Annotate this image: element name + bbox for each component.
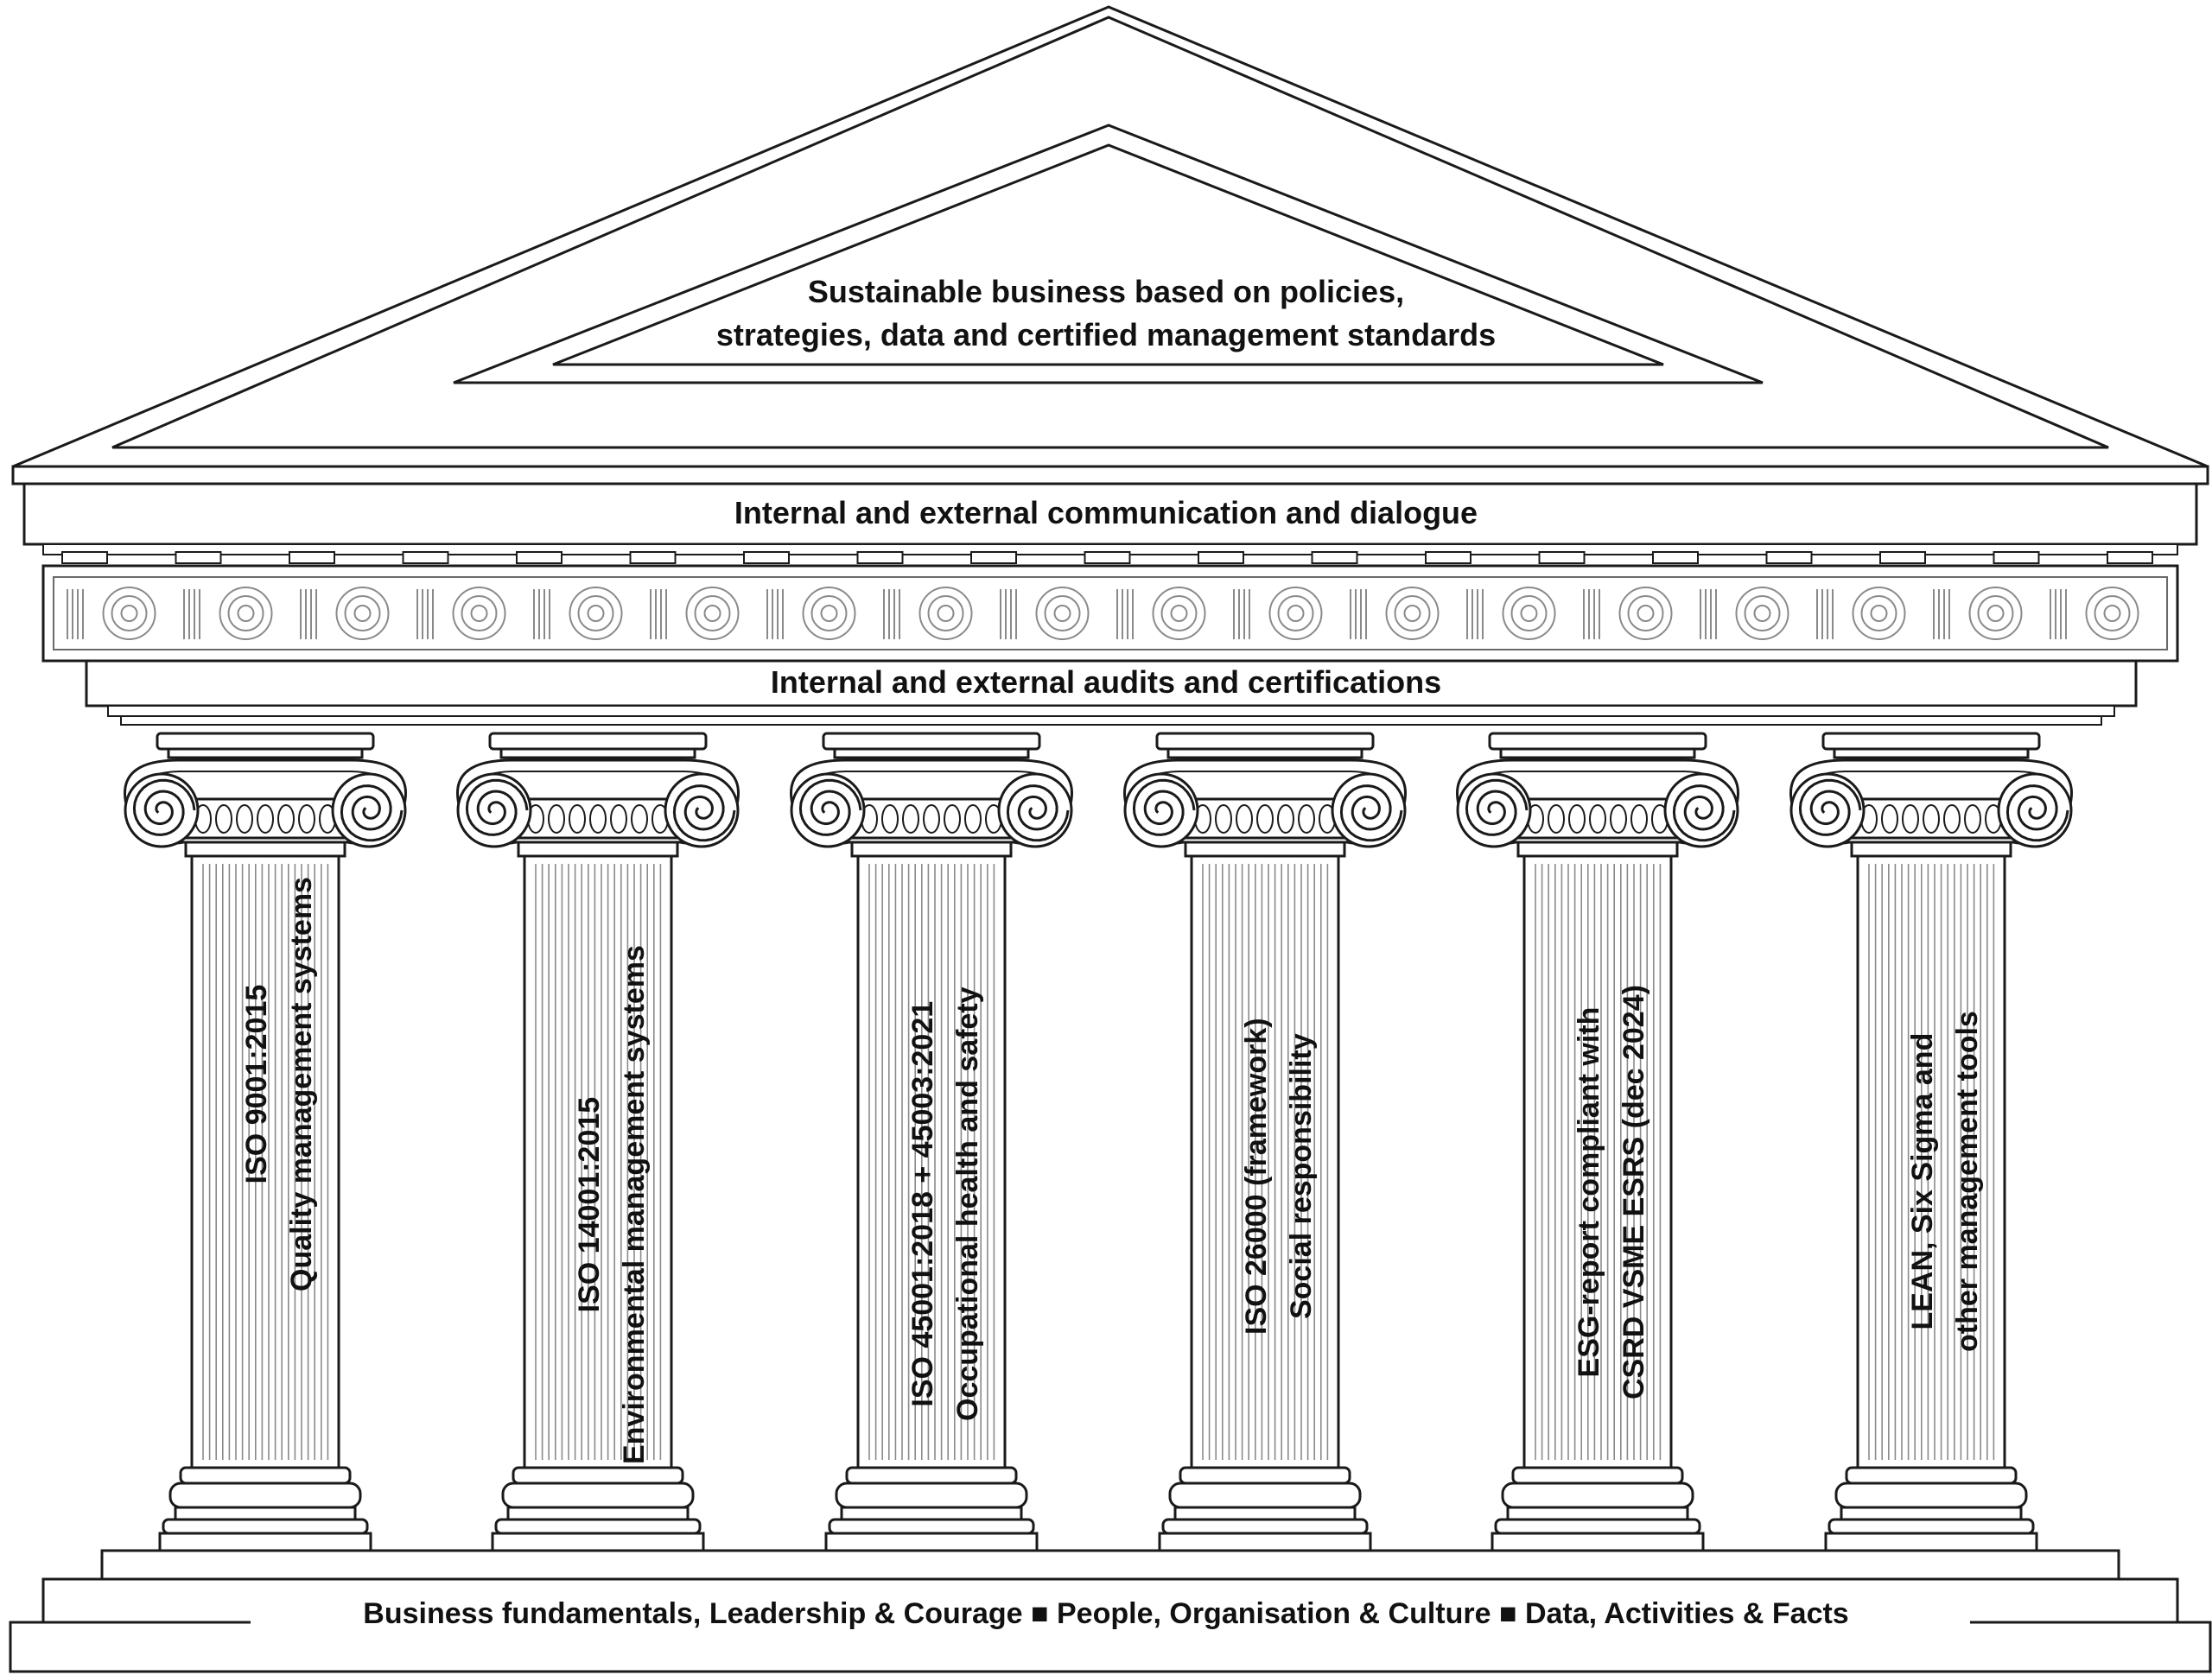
column-4 [1123, 732, 1407, 1552]
base-step-top [100, 1549, 2120, 1581]
pillar-2-line-2: Environmental management systems [618, 945, 651, 1464]
column-flutes [1202, 864, 1329, 1460]
triglyph-ornament [1350, 589, 1367, 639]
rosette-ornament [1268, 587, 1323, 640]
rosette-ornament [2085, 587, 2139, 640]
cornice-text-band [22, 482, 2198, 546]
dentil [629, 551, 677, 564]
dentil [743, 551, 790, 564]
dentil-row [61, 551, 2153, 564]
column-flutes [535, 864, 662, 1460]
pillar-2-label: ISO 14001:2015 Environmental management s… [567, 945, 657, 1464]
column-flutes [202, 864, 329, 1460]
triglyph-ornament [300, 589, 317, 639]
column-flutes [1868, 864, 1995, 1460]
dentil [1652, 551, 1699, 564]
pillar-3-label: ISO 45001:2018 + 45003:2021 Occupational … [900, 987, 990, 1421]
dentil [1765, 551, 1813, 564]
pillar-2-line-1: ISO 14001:2015 [573, 1096, 606, 1313]
triglyph-ornament [2050, 589, 2067, 639]
pillar-5-line-2: CSRD VSME ESRS (dec 2024) [1618, 985, 1650, 1399]
triglyph-ornament [416, 589, 434, 639]
dentil [1198, 551, 1244, 564]
column-flutes [1535, 864, 1662, 1460]
pillar-4-line-2: Social responsibility [1285, 1033, 1318, 1320]
rosette-ornament [1852, 587, 1906, 640]
triglyph-ornament [67, 589, 84, 639]
pillar-6-label: LEAN, Six Sigma and other management tool… [1900, 1011, 1990, 1352]
architrave-band [85, 659, 2138, 707]
rosette-ornament [1968, 587, 2023, 640]
dentil [970, 551, 1017, 564]
dentil [1425, 551, 1471, 564]
pillar-1-line-2: Quality management systems [285, 877, 318, 1291]
triglyph-ornament [766, 589, 784, 639]
triglyph-ornament [650, 589, 667, 639]
triglyph-ornament [883, 589, 900, 639]
rosette-ornament [452, 587, 506, 640]
rosette-ornament [802, 587, 856, 640]
dentil [175, 551, 222, 564]
pillar-1-label: ISO 9001:2015 Quality management systems [234, 877, 324, 1291]
pediment [12, 5, 2209, 468]
pediment-text-line-1: Sustainable business based on policies, [807, 274, 1405, 309]
foundation-label: Business fundamentals, Leadership & Cour… [363, 1597, 1849, 1630]
rosette-ornament [102, 587, 156, 640]
rosette-ornament [918, 587, 973, 640]
pillar-3-line-2: Occupational health and safety [951, 987, 984, 1421]
dentil [856, 551, 904, 564]
audits-label: Internal and external audits and certifi… [770, 664, 1442, 700]
pillar-6-line-2: other management tools [1951, 1011, 1984, 1352]
dentil [1311, 551, 1358, 564]
triglyph-ornament [533, 589, 550, 639]
pillar-6-line-1: LEAN, Six Sigma and [1906, 1032, 1939, 1330]
rosette-ornament [1502, 587, 1556, 640]
rosette-ornament [1035, 587, 1090, 640]
rosette-ornament [685, 587, 740, 640]
column-6 [1789, 732, 2073, 1552]
triglyph-ornament [1233, 589, 1250, 639]
rosette-ornament [1618, 587, 1673, 640]
column-5 [1456, 732, 1739, 1552]
rosette-ornament [219, 587, 273, 640]
dentil [1084, 551, 1131, 564]
pillar-1-line-1: ISO 9001:2015 [240, 984, 273, 1184]
pillar-5-label: ESG-report compliant with CSRD VSME ESRS … [1567, 985, 1656, 1399]
rosette-ornament [569, 587, 623, 640]
dentil [289, 551, 335, 564]
columns [124, 732, 2073, 1552]
triglyph-ornament [1583, 589, 1600, 639]
dentil [1538, 551, 1586, 564]
pillar-4-line-1: ISO 26000 (framework) [1240, 1018, 1273, 1335]
pillar-5-line-1: ESG-report compliant with [1573, 1006, 1605, 1378]
pillar-4-label: ISO 26000 (framework) Social responsibili… [1234, 1018, 1324, 1335]
column-1 [124, 732, 407, 1552]
dentil [1879, 551, 1926, 564]
dentil [402, 551, 449, 564]
triglyph-ornament [183, 589, 200, 639]
dentil [1993, 551, 2040, 564]
rosette-ornament [1152, 587, 1206, 640]
rosette-ornament [1735, 587, 1789, 640]
column-3 [790, 732, 1073, 1552]
triglyph-ornament [1816, 589, 1834, 639]
triglyph-ornament [1700, 589, 1717, 639]
dentil [2107, 551, 2153, 564]
pediment-text-line-2: strategies, data and certified managemen… [715, 317, 1497, 352]
communication-label: Internal and external communication and … [734, 495, 1478, 530]
dentil [516, 551, 563, 564]
triglyph-ornament [1116, 589, 1134, 639]
triglyph-ornament [1466, 589, 1484, 639]
cornice-band [11, 465, 2209, 485]
rosette-ornament [1385, 587, 1440, 640]
pillar-3-line-1: ISO 45001:2018 + 45003:2021 [906, 1000, 939, 1407]
column-flutes [868, 864, 995, 1460]
rosette-ornament [335, 587, 390, 640]
triglyph-ornament [1000, 589, 1017, 639]
dentil [61, 551, 108, 564]
triglyph-ornament [1933, 589, 1950, 639]
column-2 [456, 732, 740, 1552]
frieze-ornaments [67, 587, 2139, 640]
